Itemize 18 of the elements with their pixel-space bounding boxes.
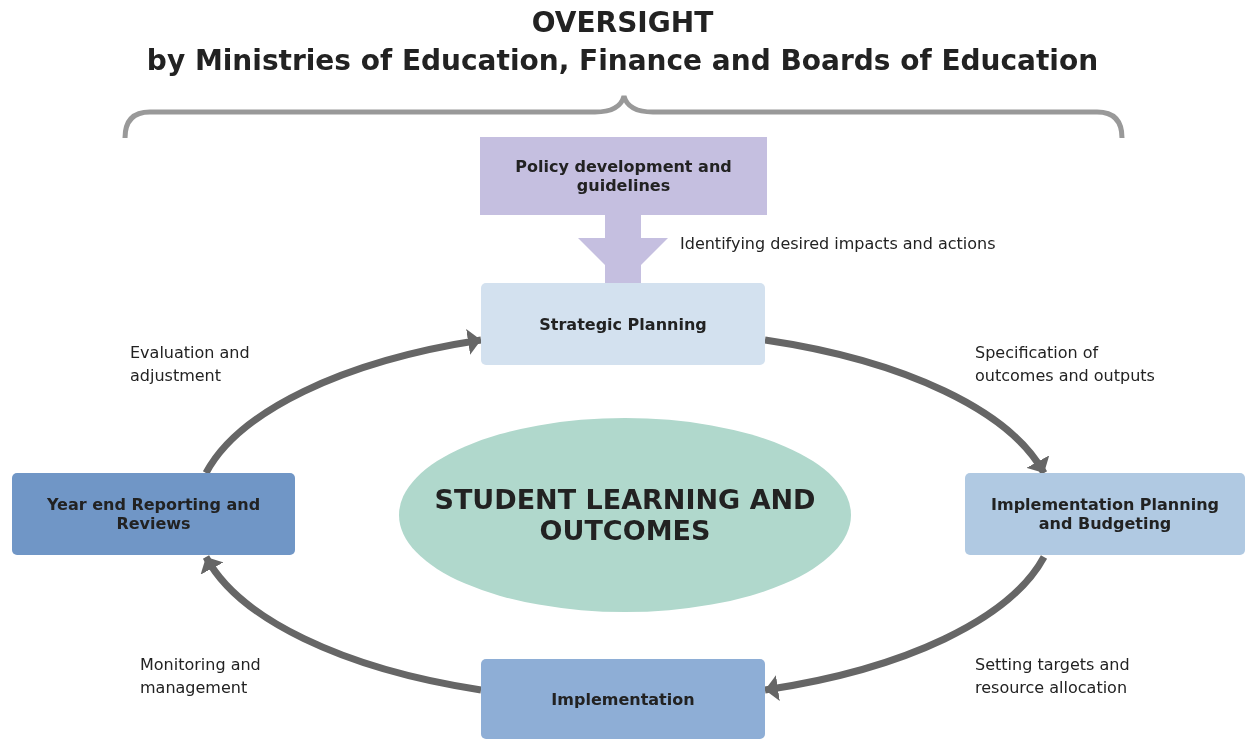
node-label: Year end Reporting and Reviews — [45, 495, 262, 533]
policy-box — [480, 137, 767, 215]
subtitle: by Ministries of Education, Finance and Boards of Education — [145, 44, 1100, 77]
node-label: Implementation Planning and Budgeting — [990, 495, 1220, 533]
process-box — [481, 659, 765, 739]
node-label: STUDENT LEARNING AND OUTCOMES — [433, 484, 817, 546]
process-box — [481, 283, 765, 365]
title: OVERSIGHT — [530, 6, 715, 39]
process-box — [12, 473, 295, 555]
node-label: Policy development and guidelines — [514, 157, 733, 195]
arrow — [764, 336, 1048, 475]
arrow — [764, 555, 1047, 701]
arrow — [203, 329, 482, 475]
arrow — [202, 555, 482, 694]
node-label: Strategic Planning — [539, 314, 707, 334]
process-box — [965, 473, 1245, 555]
block-arrow — [578, 215, 668, 283]
node-label: Implementation — [551, 689, 695, 709]
